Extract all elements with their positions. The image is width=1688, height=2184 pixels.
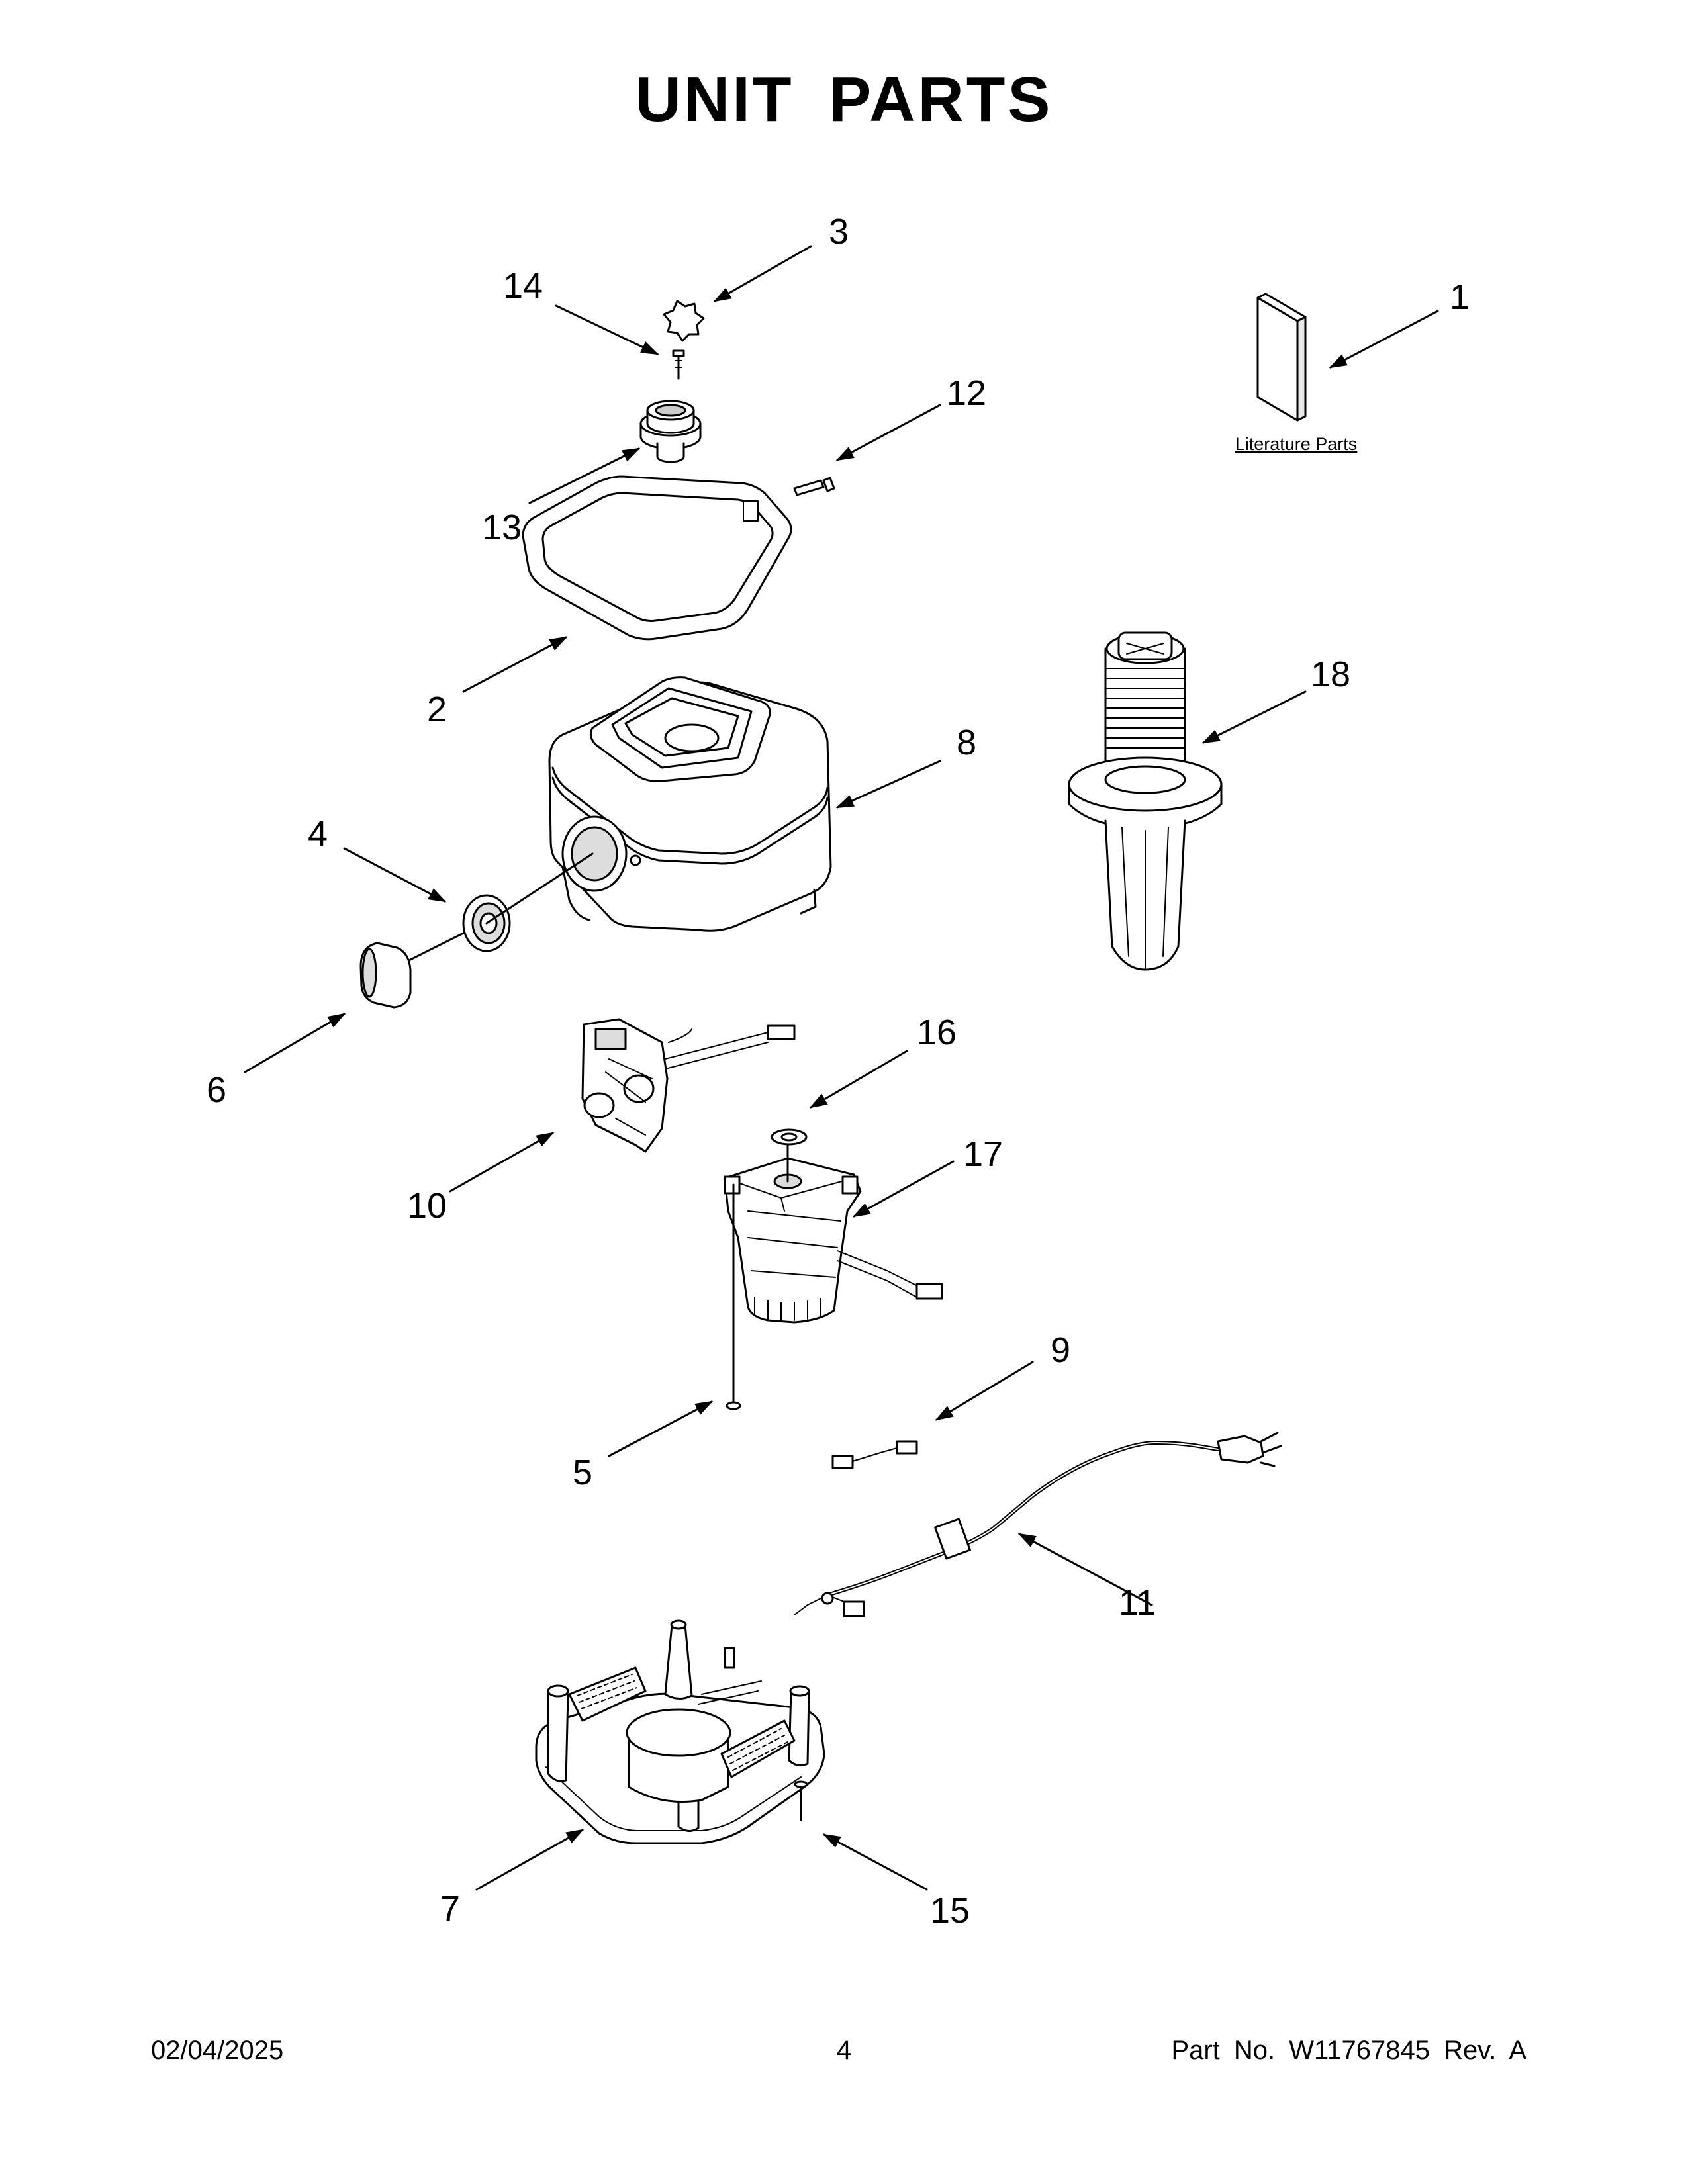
literature-parts-booklet	[1256, 293, 1307, 422]
leader-arrow-6	[244, 1013, 346, 1073]
leader-arrow-11	[1017, 1533, 1153, 1606]
callout-11: 11	[1119, 1583, 1156, 1623]
leader-arrow-15	[822, 1833, 928, 1891]
callout-4: 4	[308, 814, 328, 854]
top-trim-ring	[522, 475, 792, 641]
leader-arrow-17	[852, 1160, 955, 1218]
star-cap	[663, 300, 705, 342]
leader-arrow-14	[555, 304, 659, 355]
callout-10: 10	[407, 1186, 447, 1226]
control-knob	[359, 942, 412, 1009]
leader-arrow-7	[475, 1829, 585, 1891]
wire-harness	[831, 1440, 918, 1469]
callout-15: 15	[930, 1891, 970, 1931]
leader-arrow-10	[449, 1132, 555, 1193]
callout-12: 12	[947, 373, 986, 413]
washer	[771, 1128, 808, 1146]
callout-18: 18	[1311, 655, 1350, 694]
callout-5: 5	[573, 1453, 592, 1492]
callout-8: 8	[957, 723, 976, 762]
motor-assembly	[724, 1144, 943, 1385]
callout-2: 2	[427, 690, 447, 729]
drive-coupler	[639, 400, 702, 463]
footer-part-number: Part No. W11767845 Rev. A	[1171, 2036, 1526, 2065]
leader-arrow-1	[1329, 310, 1439, 369]
leader-arrow-5	[608, 1400, 714, 1457]
motor-screw	[726, 1382, 741, 1410]
footer-date: 02/04/2025	[151, 2036, 284, 2065]
base-assembly	[535, 1619, 825, 1844]
footer-page-number: 4	[836, 2036, 852, 2065]
callout-7: 7	[440, 1889, 460, 1929]
power-cord	[794, 1432, 1282, 1617]
screw-top	[672, 349, 685, 380]
assembly-line-dial	[485, 852, 594, 925]
callout-6: 6	[207, 1070, 226, 1110]
callout-9: 9	[1051, 1330, 1070, 1370]
control-board	[581, 1018, 796, 1153]
leader-arrows	[244, 245, 1439, 1891]
callout-labels: 3 14 1 12 13 2 8 18 4 6 16 17 10 9 5 11 …	[207, 212, 1470, 1931]
leader-arrow-2	[462, 636, 568, 693]
main-housing	[548, 676, 832, 932]
callout-13: 13	[482, 508, 522, 547]
leader-arrow-8	[835, 760, 941, 809]
leader-arrow-3	[713, 245, 812, 302]
leader-arrow-18	[1201, 690, 1307, 744]
leader-arrow-13	[528, 447, 641, 504]
callout-3: 3	[829, 212, 849, 251]
callout-14: 14	[503, 266, 543, 306]
leader-arrow-12	[835, 404, 941, 461]
leader-arrow-16	[809, 1050, 908, 1109]
page-title: UNIT PARTS	[635, 64, 1053, 135]
literature-parts-label: Literature Parts	[1235, 434, 1358, 454]
base-screw	[794, 1780, 808, 1821]
callout-17: 17	[963, 1134, 1003, 1174]
callout-16: 16	[917, 1013, 957, 1052]
screw-side	[793, 477, 835, 496]
leader-arrow-9	[935, 1361, 1034, 1421]
leader-arrow-4	[343, 847, 447, 903]
tamper	[1068, 631, 1223, 971]
callout-1: 1	[1450, 277, 1470, 317]
